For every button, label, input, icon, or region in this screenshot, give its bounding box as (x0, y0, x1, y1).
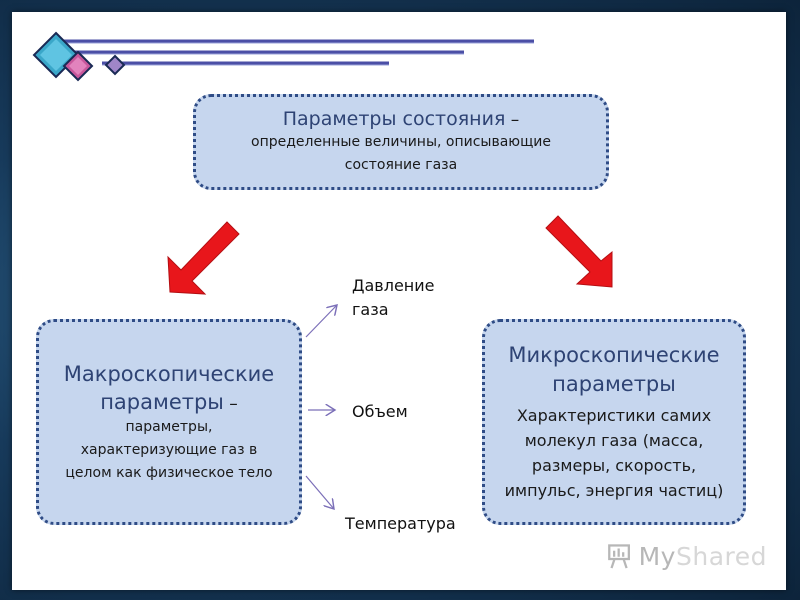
red-arrow-left-icon (167, 221, 240, 295)
diamond-pink-icon (62, 50, 94, 82)
microscopic-parameters-definition: Характеристики самих молекул газа (масса… (504, 406, 724, 500)
connector-temperature (305, 475, 334, 509)
connector-pressure (305, 305, 337, 338)
diamond-violet-icon (104, 54, 126, 76)
macroscopic-parameters-definition: параметры, характеризующие газ в целом к… (65, 418, 273, 481)
myshared-logo: MyShared (607, 536, 767, 576)
label-pressure: Давление газа (352, 276, 435, 319)
macroscopic-parameters-dash: – (223, 393, 238, 414)
state-parameters-box: Параметры состояния – определенные велич… (193, 94, 609, 190)
state-parameters-heading-line: Параметры состояния – (283, 107, 520, 131)
slide: Параметры состояния – определенные велич… (12, 12, 786, 590)
myshared-logo-text-a: My (638, 541, 676, 571)
presentation-board-icon (608, 544, 630, 569)
myshared-logo-text: MyShared (639, 542, 767, 571)
state-parameters-heading: Параметры состояния (282, 108, 506, 130)
state-parameters-dash: – (505, 110, 520, 130)
state-parameters-definition: определенные величины, описывающие состо… (251, 134, 551, 173)
label-temperature: Температура (345, 514, 456, 533)
myshared-logo-text-b: Shared (675, 541, 767, 571)
diagram-connectors (167, 215, 613, 590)
diamond-teal-icon (32, 31, 80, 79)
red-arrow-right-icon (545, 215, 613, 288)
header-ornament (32, 31, 534, 82)
label-volume: Объем (352, 402, 408, 421)
macroscopic-parameters-heading: Макроскопические параметры (63, 361, 275, 414)
microscopic-parameters-heading: Микроскопические параметры (508, 343, 720, 396)
microscopic-parameters-box: Микроскопические параметры Характеристик… (482, 319, 746, 525)
macroscopic-parameters-box: Макроскопические параметры – параметры, … (36, 319, 302, 525)
